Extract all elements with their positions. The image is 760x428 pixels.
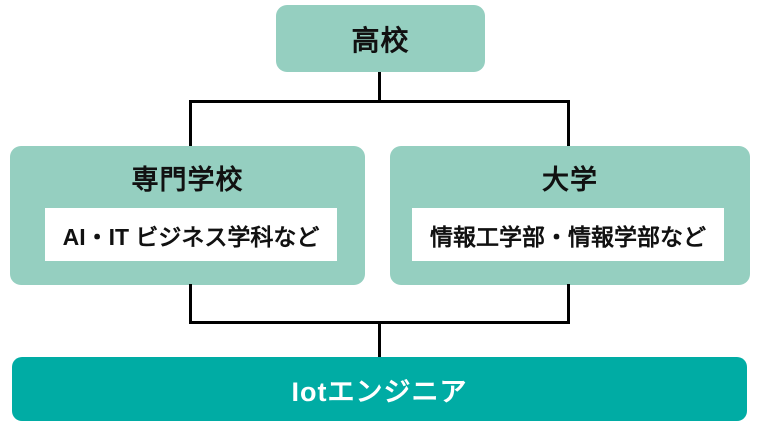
node-university-label: 大学 [542, 164, 598, 195]
node-vocational-school: 専門学校 AI・IT ビジネス学科など [10, 146, 365, 285]
node-highschool: 高校 [276, 5, 485, 72]
connector-result-vertical [378, 321, 381, 358]
connector-top-horizontal [189, 100, 570, 103]
connector-left-merge-down [189, 284, 192, 324]
node-iot-engineer: Iotエンジニア [12, 357, 747, 421]
connector-right-branch-down [567, 100, 570, 147]
node-university-detail: 情報工学部・情報学部など [412, 208, 724, 261]
node-iot-engineer-label: Iotエンジニア [291, 376, 468, 407]
node-highschool-label: 高校 [351, 24, 410, 56]
node-vocational-school-label: 専門学校 [131, 164, 244, 195]
node-vocational-school-detail: AI・IT ビジネス学科など [45, 208, 337, 261]
connector-right-merge-down [567, 284, 570, 324]
connector-left-branch-down [189, 100, 192, 147]
node-university: 大学 情報工学部・情報学部など [390, 146, 750, 285]
connector-root-vertical [378, 72, 381, 103]
